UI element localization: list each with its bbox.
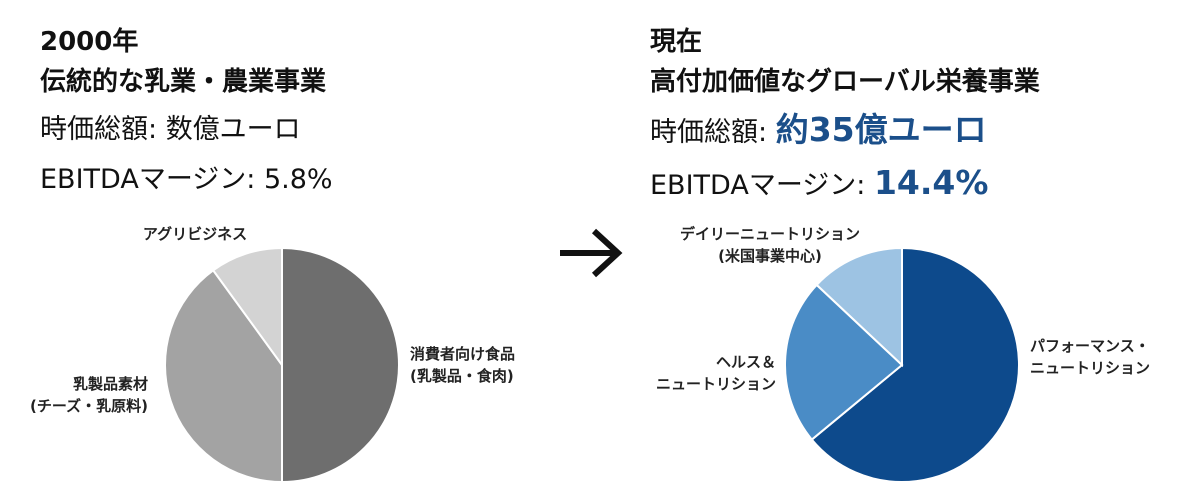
market-cap-label: 時価総額: [40,114,166,145]
ebitda-label: EBITDAマージン: [40,164,264,195]
pie-slice-1 [281,246,400,484]
market-cap-value: 数億ユーロ [165,114,301,145]
slice-label-3: デイリーニュートリション(米国事業中心) [680,225,860,265]
slice-label-1: パフォーマンス・ニュートリション [1030,337,1150,377]
market-cap-line: 時価総額: 数億ユーロ [40,108,333,152]
market-cap-line: 時価総額: 約35億ユーロ [650,108,1040,155]
pie-slice-1 [810,246,1020,483]
ebitda-label: EBITDAマージン: [650,170,874,201]
year-title: 2000年 [40,27,139,57]
pie-chart-present: パフォーマンス・ニュートリション ヘルス＆ニュートリション デイリーニュートリション… [656,225,1150,483]
panel-2000: 2000年 伝統的な乳業・農業事業 時価総額: 数億ユーロ EBITDAマージン… [0,0,560,503]
right-arrow-icon [556,223,626,287]
header-2000: 2000年 伝統的な乳業・農業事業 時価総額: 数億ユーロ EBITDAマージン… [40,22,333,202]
pie-chart-2000: 消費者向け食品(乳製品・食肉) 乳製品素材(チーズ・乳原料) アグリビジネス [30,225,515,484]
header-present: 現在 高付加価値なグローバル栄養事業 時価総額: 約35億ユーロ EBITDAマ… [650,22,1040,208]
pie-slice-2 [784,283,904,441]
ebitda-line: EBITDAマージン: 5.8% [40,158,333,202]
ebitda-value: 14.4% [873,163,989,202]
market-cap-value: 約35億ユーロ [775,110,987,149]
year-title: 現在 [650,27,703,57]
ebitda-line: EBITDAマージン: 14.4% [650,161,1040,208]
slice-label-2: 乳製品素材(チーズ・乳原料) [30,375,148,415]
business-title: 高付加価値なグローバル栄養事業 [650,67,1040,97]
slice-label-1: 消費者向け食品(乳製品・食肉) [410,345,515,385]
pie-slice-3 [211,246,283,369]
pie-slice-2 [164,268,283,484]
slice-label-2: ヘルス＆ニュートリション [656,353,776,393]
panel-present: 現在 高付加価値なグローバル栄養事業 時価総額: 約35億ユーロ EBITDAマ… [610,0,1170,503]
slice-label-3: アグリビジネス [143,225,247,243]
ebitda-value: 5.8% [263,164,333,195]
market-cap-label: 時価総額: [650,117,776,148]
pie-slice-3 [815,246,903,368]
business-title: 伝統的な乳業・農業事業 [40,67,327,97]
